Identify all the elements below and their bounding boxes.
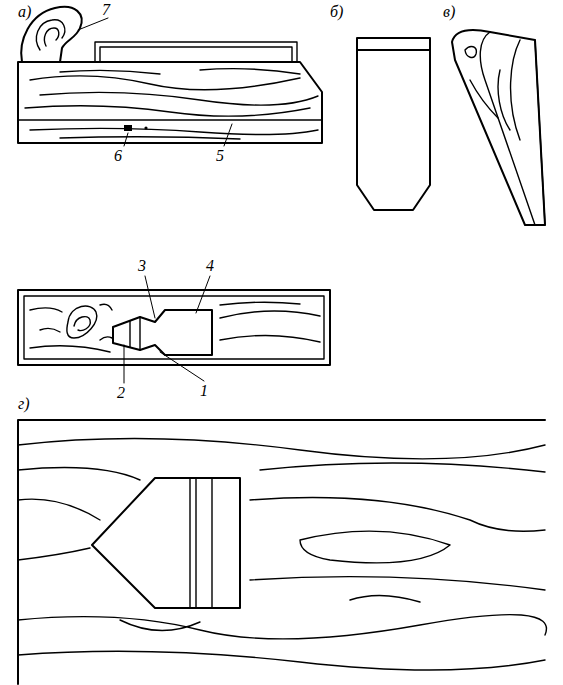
callout-number: 6: [114, 148, 122, 164]
blade-front-view: [357, 38, 430, 210]
callout-number: 5: [216, 148, 224, 164]
figure-letter: б): [330, 4, 343, 20]
figure-letter: в): [443, 4, 455, 20]
callout-number: 4: [206, 258, 214, 274]
callout-number: 1: [200, 383, 208, 399]
plane-top-view: [18, 276, 330, 383]
sole-enlarged: [18, 420, 546, 684]
figure-letter: г): [18, 396, 30, 412]
callout-number: 3: [138, 258, 146, 274]
figure-letter: а): [18, 4, 31, 20]
wedge-with-blade: [452, 30, 545, 225]
callout-number: 2: [117, 385, 125, 401]
callout-number: 7: [102, 2, 110, 18]
plane-side-view: [18, 7, 322, 146]
